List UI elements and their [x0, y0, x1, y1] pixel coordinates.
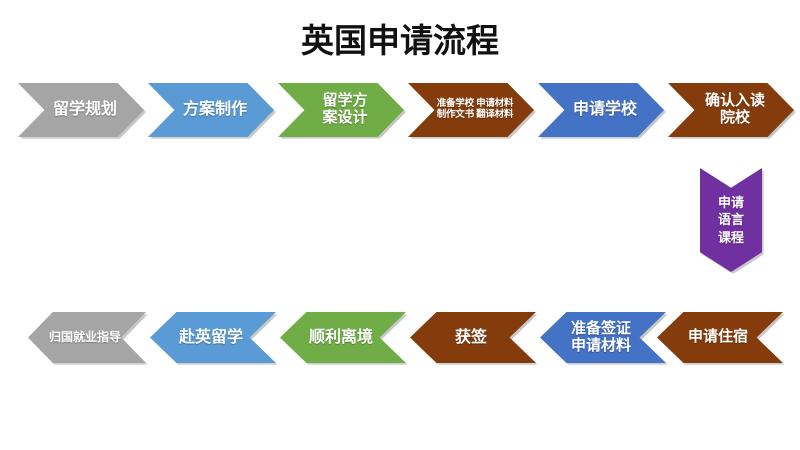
step-6-chevron[interactable]: 确认入读 院校 — [668, 83, 794, 137]
step-3-chevron[interactable]: 留学方 案设计 — [278, 83, 404, 137]
step-5-chevron[interactable]: 申请学校 — [538, 83, 664, 137]
step-4-chevron[interactable]: 准备学校 申请材料 制作文书 翻译材料 — [408, 83, 534, 137]
step-13-label: 申请住宿 — [687, 329, 748, 346]
step-9-chevron[interactable]: 赴英留学 — [150, 312, 276, 363]
step-5-label: 申请学校 — [572, 101, 637, 119]
step-11-chevron[interactable]: 获签 — [410, 312, 536, 363]
step-3-label: 留学方 案设计 — [322, 93, 368, 126]
step-12-label: 准备签证 申请材料 — [570, 320, 631, 354]
step-6-label: 确认入读 院校 — [704, 93, 765, 126]
step-2-label: 方案制作 — [182, 101, 247, 119]
step-8-chevron[interactable]: 归国就业指导 — [28, 312, 146, 363]
step-4-label: 准备学校 申请材料 制作文书 翻译材料 — [436, 99, 514, 120]
connector-chevron-down[interactable]: 申请 语言 课程 — [700, 168, 762, 272]
step-1-label: 留学规划 — [52, 101, 117, 119]
step-2-chevron[interactable]: 方案制作 — [148, 83, 274, 137]
step-12-chevron[interactable]: 准备签证 申请材料 — [540, 312, 666, 363]
step-9-label: 赴英留学 — [178, 328, 243, 346]
step-11-label: 获签 — [454, 328, 487, 346]
step-10-chevron[interactable]: 顺利离境 — [280, 312, 406, 363]
step-8-label: 归国就业指导 — [48, 329, 121, 344]
page-title: 英国申请流程 — [301, 24, 499, 60]
step-10-label: 顺利离境 — [308, 328, 373, 346]
connector-label: 申请 语言 课程 — [717, 194, 744, 245]
step-13-chevron[interactable]: 申请住宿 — [657, 312, 783, 363]
step-1-chevron[interactable]: 留学规划 — [18, 83, 144, 137]
